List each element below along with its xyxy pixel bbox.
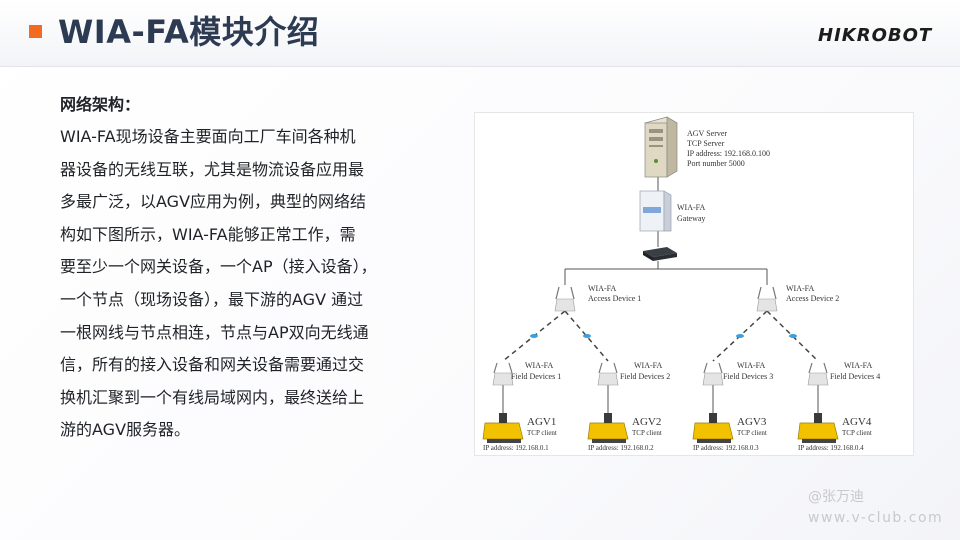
field-device-3-label-2: Field Devices 3 <box>723 372 773 381</box>
gateway-icon <box>639 190 672 232</box>
gateway-label-2: Gateway <box>677 214 705 223</box>
field-device-icon <box>492 362 514 386</box>
agv2-name: AGV2 <box>632 416 661 428</box>
body-line: 游的AGV服务器。 <box>60 420 191 440</box>
body-line: 一个节点（现场设备），最下游的AGV 通过 <box>60 289 364 309</box>
agv-icon <box>482 413 524 443</box>
title-bar: WIA-FA模块介绍 HIKROBOT <box>0 0 960 67</box>
agv1-name: AGV1 <box>527 416 556 428</box>
watermark-author: @张万迪 <box>808 489 864 505</box>
network-diagram-svg: AGV Server TCP Server IP address: 192.16… <box>482 116 880 452</box>
server-icon <box>644 116 678 178</box>
field-device-2-label-1: WIA-FA <box>634 361 663 370</box>
field-device-1-label-2: Field Devices 1 <box>511 372 561 381</box>
body-line: 要至少一个网关设备，一个AP（接入设备）， <box>60 257 377 277</box>
body-line: WIA-FA现场设备主要面向工厂车间各种机 <box>60 127 356 146</box>
server-label: AGV Server <box>687 129 727 138</box>
access-device-icon <box>756 286 778 312</box>
agv-icon <box>797 413 839 443</box>
agv1-ip: IP address: 192.168.0.1 <box>483 444 549 452</box>
access-device-2-label-1: WIA-FA <box>786 284 815 293</box>
field-device-1-label-1: WIA-FA <box>525 361 554 370</box>
agv-icon <box>692 413 734 443</box>
wired-links <box>502 177 819 413</box>
agv1-role: TCP client <box>527 429 557 437</box>
access-device-icon <box>554 286 576 312</box>
brand-logo: HIKROBOT <box>818 25 933 46</box>
title-marker-icon <box>29 25 42 38</box>
wireless-signal-markers <box>530 334 797 338</box>
network-diagram: AGV Server TCP Server IP address: 192.16… <box>474 112 914 456</box>
agv-icon <box>587 413 629 443</box>
wireless-links <box>502 310 819 362</box>
body-line: 换机汇聚到一个有线局域网内，最终送给上 <box>60 387 365 407</box>
server-ip: IP address: 192.168.0.100 <box>687 149 770 158</box>
access-device-1-label-2: Access Device 1 <box>588 294 641 303</box>
field-device-3-label-1: WIA-FA <box>737 361 766 370</box>
field-device-4-label-2: Field Devices 4 <box>830 372 880 381</box>
field-device-icon <box>597 362 619 386</box>
server-port: Port number 5000 <box>687 159 745 168</box>
field-device-icon <box>702 362 724 386</box>
agv3-ip: IP address: 192.168.0.3 <box>693 444 759 452</box>
body-line: 多最广泛，以AGV应用为例，典型的网络结 <box>60 192 367 212</box>
switch-icon <box>643 247 677 261</box>
agv2-role: TCP client <box>632 429 662 437</box>
body-line: 器设备的无线互联，尤其是物流设备应用最 <box>60 159 365 179</box>
access-device-2-label-2: Access Device 2 <box>786 294 839 303</box>
body-line: 信，所有的接入设备和网关设备需要通过交 <box>60 355 365 375</box>
body-line: 构如下图所示，WIA-FA能够正常工作，需 <box>60 224 356 244</box>
field-device-icon <box>807 362 829 386</box>
agv3-name: AGV3 <box>737 416 767 428</box>
agv4-ip: IP address: 192.168.0.4 <box>798 444 864 452</box>
agv4-name: AGV4 <box>842 416 872 428</box>
agv3-role: TCP client <box>737 429 767 437</box>
watermark-site: www.v-club.com <box>808 510 944 526</box>
gateway-label-1: WIA-FA <box>677 203 706 212</box>
access-device-1-label-1: WIA-FA <box>588 284 617 293</box>
description-block: 网络架构： WIA-FA现场设备主要面向工厂车间各种机 器设备的无线互联，尤其是… <box>60 92 420 447</box>
agv2-ip: IP address: 192.168.0.2 <box>588 444 654 452</box>
field-device-4-label-1: WIA-FA <box>844 361 873 370</box>
agv4-role: TCP client <box>842 429 872 437</box>
page-title: WIA-FA模块介绍 <box>58 13 320 51</box>
server-role: TCP Server <box>687 139 725 148</box>
section-heading: 网络架构： <box>60 95 141 114</box>
field-device-2-label-2: Field Devices 2 <box>620 372 670 381</box>
body-line: 一根网线与节点相连，节点与AP双向无线通 <box>60 322 369 342</box>
